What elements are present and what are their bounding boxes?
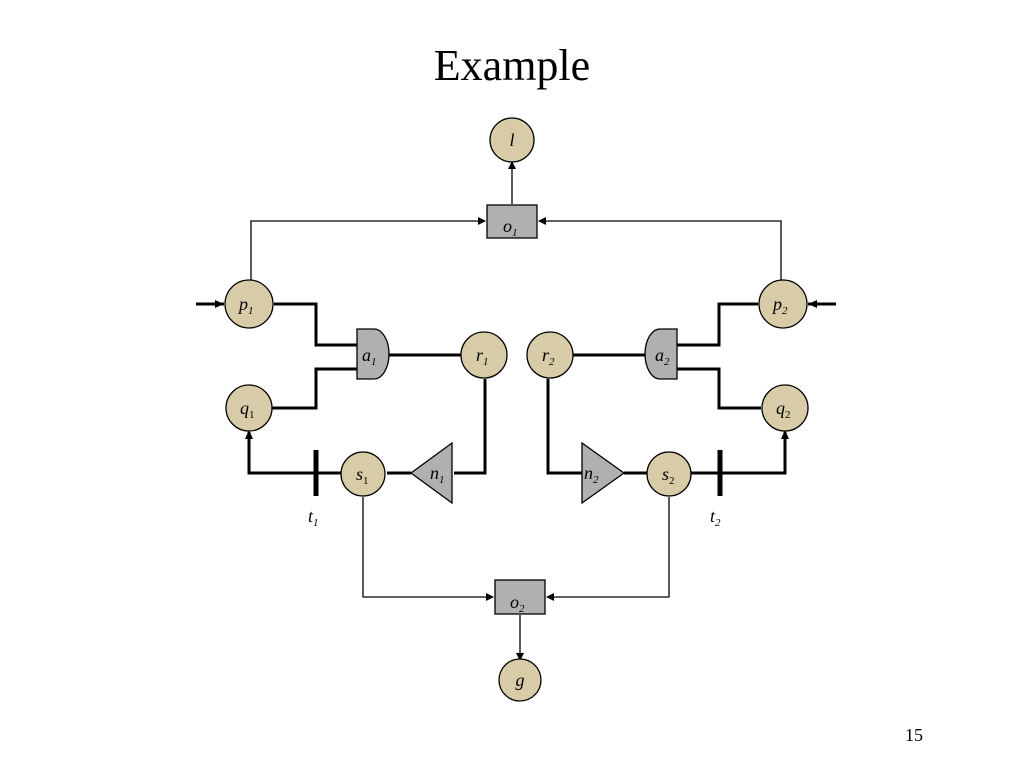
label-a2-name: a bbox=[655, 345, 664, 365]
label-l: l bbox=[509, 130, 514, 150]
place-q1 bbox=[225, 384, 273, 432]
label-n1: n1 bbox=[430, 463, 445, 486]
label-r1-name: r bbox=[476, 345, 484, 365]
place-q2 bbox=[761, 384, 809, 432]
label-g-name: g bbox=[516, 670, 525, 690]
label-q1-name: q bbox=[240, 398, 249, 418]
label-g: g bbox=[516, 670, 525, 690]
place-l bbox=[489, 117, 535, 163]
place-g bbox=[498, 658, 542, 702]
gate-o1 bbox=[486, 204, 538, 239]
label-o1-sub: 1 bbox=[512, 227, 518, 239]
label-q2: q2 bbox=[776, 398, 791, 421]
label-o2: o2 bbox=[510, 592, 525, 615]
edge-p1-a1 bbox=[274, 302, 357, 347]
gate-a2 bbox=[644, 328, 678, 380]
label-a1: a1 bbox=[362, 345, 377, 368]
edge-p2-a2 bbox=[677, 302, 758, 347]
edge-s2-q2 bbox=[691, 432, 787, 475]
places bbox=[224, 117, 809, 702]
label-s1: s1 bbox=[356, 464, 369, 487]
place-r1 bbox=[460, 331, 508, 379]
label-q1: q1 bbox=[240, 398, 255, 421]
label-a1-name: a bbox=[362, 345, 371, 365]
label-t2: t2 bbox=[710, 506, 721, 529]
label-p1-name: p bbox=[237, 294, 248, 314]
label-r2-sub: 2 bbox=[549, 356, 555, 368]
label-n2-sub: 2 bbox=[593, 474, 599, 486]
label-n1-sub: 1 bbox=[439, 474, 445, 486]
place-p1 bbox=[224, 279, 274, 329]
label-q2-sub: 2 bbox=[785, 409, 791, 421]
label-p2: p2 bbox=[771, 294, 788, 317]
label-p2-sub: 2 bbox=[782, 305, 788, 317]
gate-n1 bbox=[409, 441, 453, 505]
place-s1 bbox=[340, 451, 386, 497]
edge-a2-q2 bbox=[677, 367, 761, 410]
label-p1: p1 bbox=[237, 294, 254, 317]
label-s1-name: s bbox=[356, 464, 363, 484]
gates bbox=[356, 204, 678, 615]
label-s2: s2 bbox=[662, 464, 675, 487]
gate-o2 bbox=[494, 579, 546, 615]
label-t2-name: t bbox=[710, 506, 716, 526]
label-t2-sub: 2 bbox=[715, 517, 721, 529]
label-a1-sub: 1 bbox=[371, 356, 377, 368]
label-o1: o1 bbox=[503, 216, 518, 239]
edge-s2-o2 bbox=[546, 497, 670, 601]
label-t1-name: t bbox=[308, 506, 314, 526]
label-r1-sub: 1 bbox=[483, 356, 489, 368]
edge-p2-o1 bbox=[538, 217, 782, 288]
slide-title: Example bbox=[433, 41, 591, 90]
gate-a1 bbox=[356, 328, 390, 380]
gate-n2 bbox=[581, 441, 626, 505]
label-o2-sub: 2 bbox=[519, 603, 525, 615]
label-q2-name: q bbox=[776, 398, 785, 418]
place-p2 bbox=[758, 279, 808, 329]
arrowhead-p2-input bbox=[808, 300, 817, 308]
place-s2 bbox=[646, 451, 692, 497]
label-n1-name: n bbox=[430, 463, 439, 483]
arrowhead-q2 bbox=[781, 430, 789, 439]
edge-s1-o2 bbox=[362, 497, 494, 601]
thin-connections bbox=[250, 161, 782, 661]
label-s2-sub: 2 bbox=[669, 475, 675, 487]
label-t1-sub: 1 bbox=[313, 517, 319, 529]
label-q1-sub: 1 bbox=[249, 409, 255, 421]
arrowhead-q1 bbox=[245, 430, 253, 439]
label-s1-sub: 1 bbox=[363, 475, 369, 487]
edge-r2-n2 bbox=[546, 379, 582, 475]
label-r2: r2 bbox=[542, 345, 555, 368]
label-r1: r1 bbox=[476, 345, 489, 368]
label-s2-name: s bbox=[662, 464, 669, 484]
thick-connections bbox=[196, 302, 836, 475]
arrowhead-p1-input bbox=[215, 300, 224, 308]
label-p1-sub: 1 bbox=[248, 305, 254, 317]
label-t1: t1 bbox=[308, 506, 319, 529]
edge-a1-q1 bbox=[272, 367, 357, 410]
label-a2-sub: 2 bbox=[664, 356, 670, 368]
page-number: 15 bbox=[905, 725, 923, 745]
label-l-name: l bbox=[509, 130, 514, 150]
edge-r1-n1 bbox=[454, 379, 487, 475]
label-o2-name: o bbox=[510, 592, 519, 612]
label-p2-name: p bbox=[771, 294, 782, 314]
labels: l o1 p1 p2 a1 a2 r1 r2 q1 q2 s1 s2 n1 n2… bbox=[237, 130, 791, 690]
label-o1-name: o bbox=[503, 216, 512, 236]
place-r2 bbox=[526, 331, 574, 379]
edge-s1-q1 bbox=[247, 432, 341, 475]
label-n2-name: n bbox=[584, 463, 593, 483]
label-n2: n2 bbox=[584, 463, 599, 486]
label-r2-name: r bbox=[542, 345, 550, 365]
edge-p1-o1 bbox=[250, 217, 486, 288]
thick-arrowheads bbox=[215, 300, 817, 439]
label-a2: a2 bbox=[655, 345, 670, 368]
